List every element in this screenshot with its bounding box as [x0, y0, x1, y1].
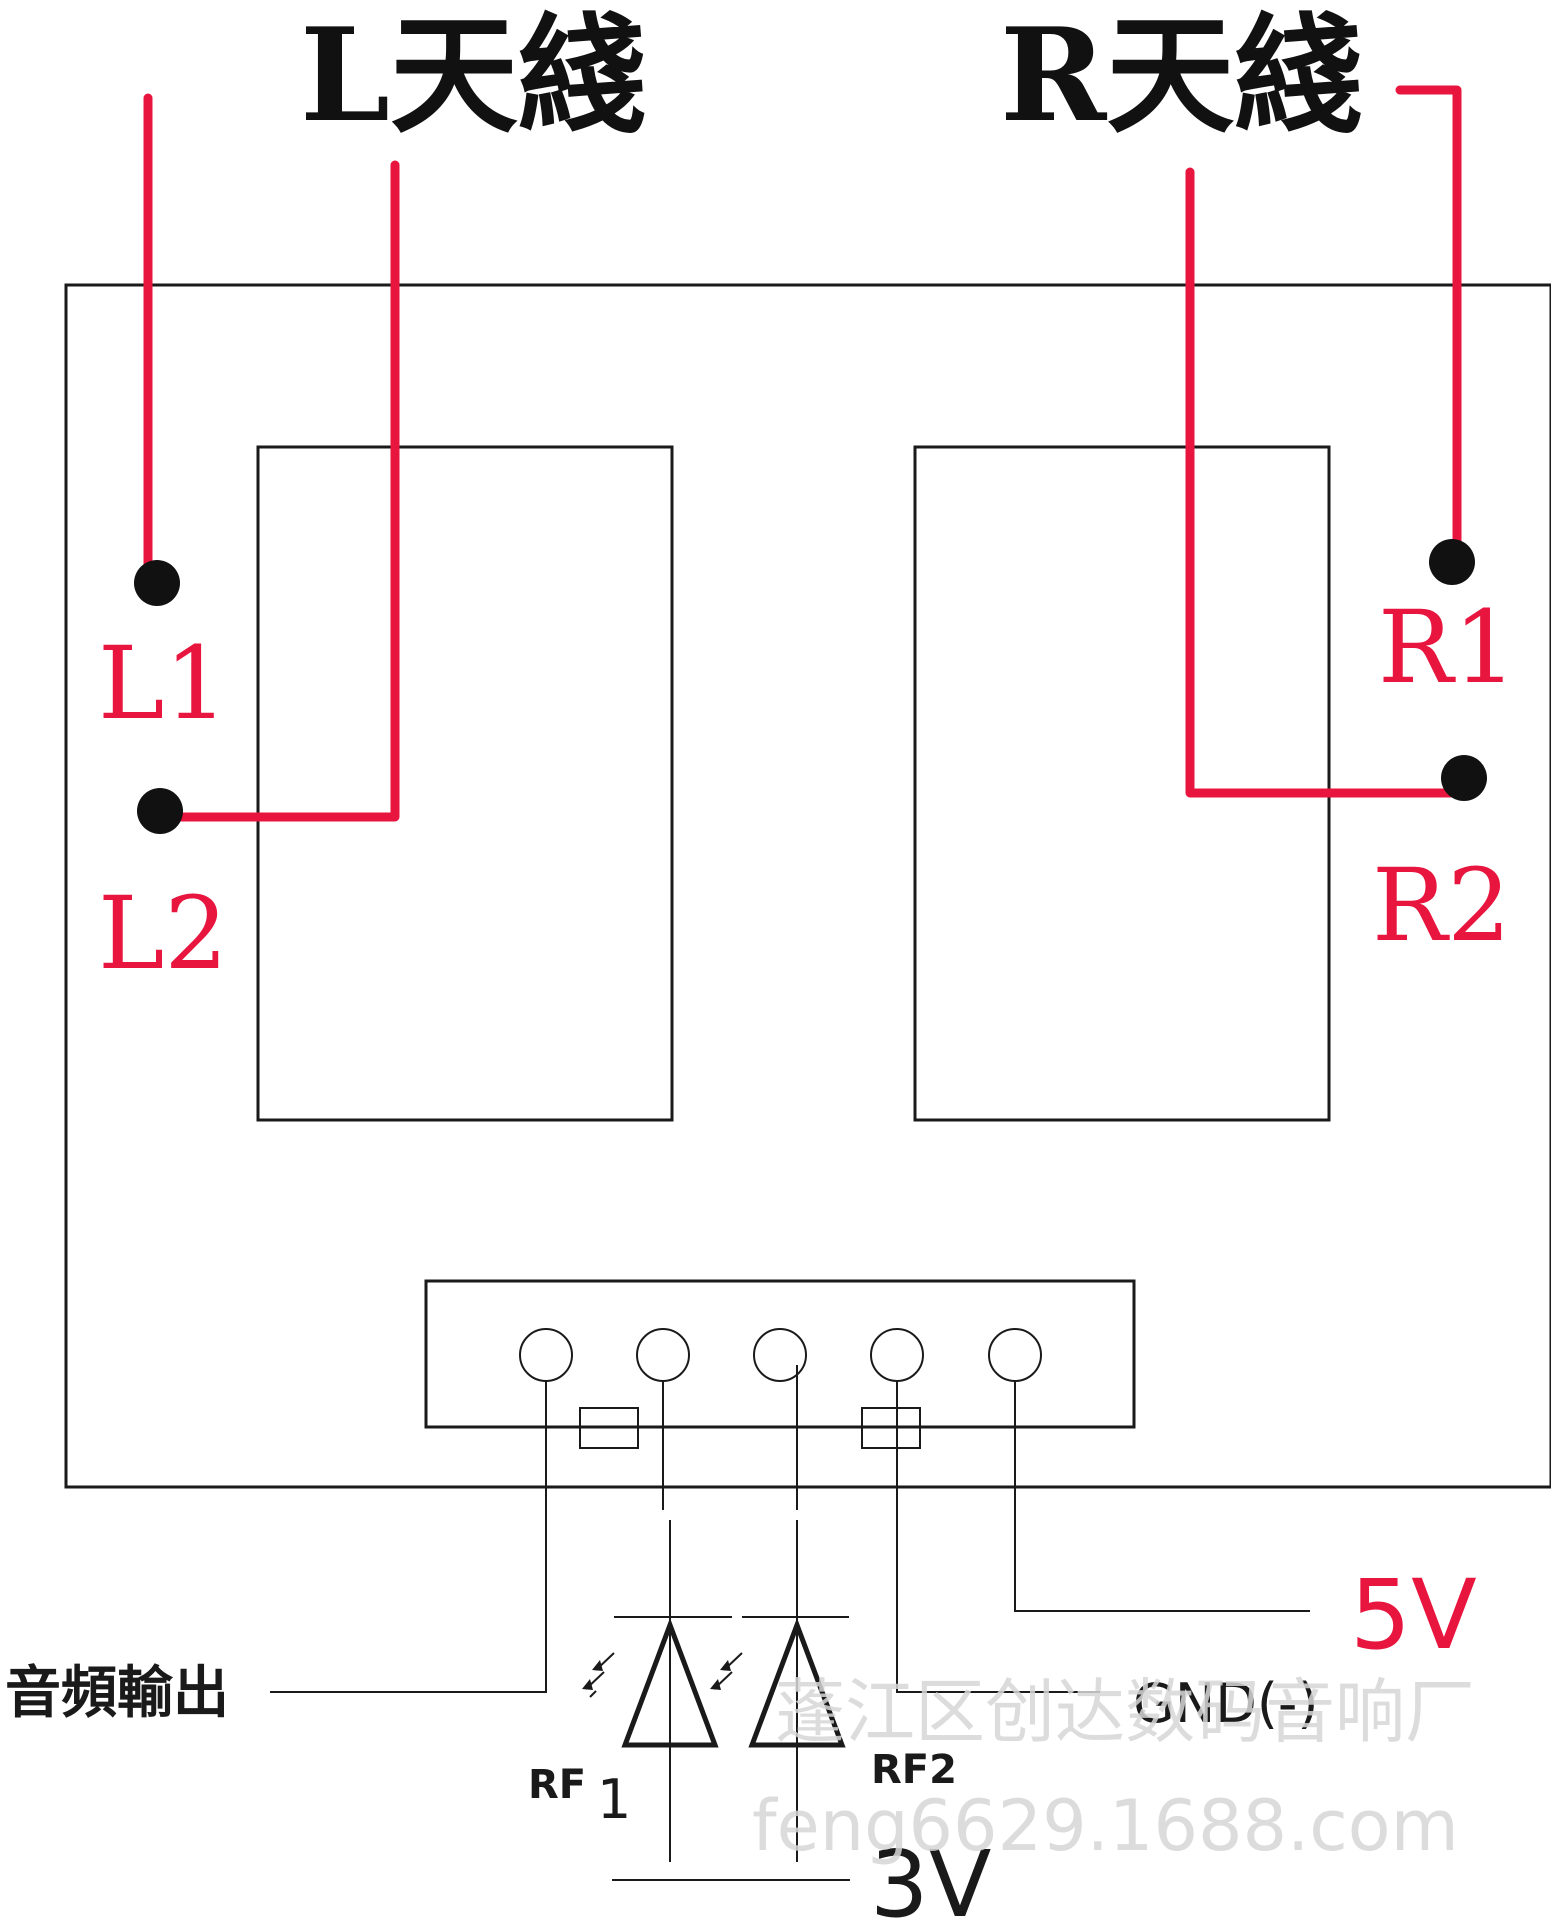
lead-5v	[1014, 1381, 1310, 1612]
label-rf2: RF2	[871, 1747, 957, 1793]
label-r1: R1	[1378, 589, 1517, 706]
led-rf1	[582, 1520, 732, 1862]
label-rf1: RF	[528, 1762, 586, 1808]
label-l1: L1	[98, 625, 228, 742]
lead-audio-out	[270, 1381, 547, 1693]
resistor-left	[579, 1407, 639, 1449]
title-left-antenna: L天綫	[300, 1, 646, 151]
resistor-right	[861, 1407, 921, 1449]
terminal-r2	[1441, 755, 1487, 801]
terminal-l2	[137, 788, 183, 834]
wire-r1	[1395, 85, 1462, 567]
lead-gnd	[896, 1381, 1100, 1693]
left-module	[256, 445, 674, 1122]
connector-pin-3	[753, 1328, 807, 1382]
label-gnd: GND(-)	[1133, 1672, 1318, 1735]
label-rf1-index: 1	[597, 1768, 631, 1831]
watermark-url: feng6629.1688.com	[752, 1785, 1459, 1867]
label-5v: 5V	[1350, 1559, 1477, 1671]
terminal-r1	[1429, 539, 1475, 585]
label-audio-out: 音頻輸出	[5, 1661, 229, 1726]
terminal-l1	[134, 560, 180, 606]
label-3v: 3V	[870, 1831, 992, 1920]
label-r2: R2	[1372, 847, 1511, 964]
title-right-antenna: R天綫	[1000, 1, 1362, 151]
led-rf2	[710, 1520, 849, 1862]
watermark-company: 蓬江区创达数码音响厂	[775, 1671, 1475, 1753]
wire-l2	[155, 160, 400, 822]
connector-pin-2	[636, 1328, 690, 1382]
connector-pin-4	[870, 1328, 924, 1382]
board-outline	[64, 283, 1551, 1489]
connector-pin-5	[988, 1328, 1042, 1382]
label-l2: L2	[98, 875, 228, 992]
connector-block	[424, 1279, 1136, 1429]
wire-r2	[1185, 167, 1470, 798]
right-module	[913, 445, 1331, 1122]
connector-pin-1	[519, 1328, 573, 1382]
